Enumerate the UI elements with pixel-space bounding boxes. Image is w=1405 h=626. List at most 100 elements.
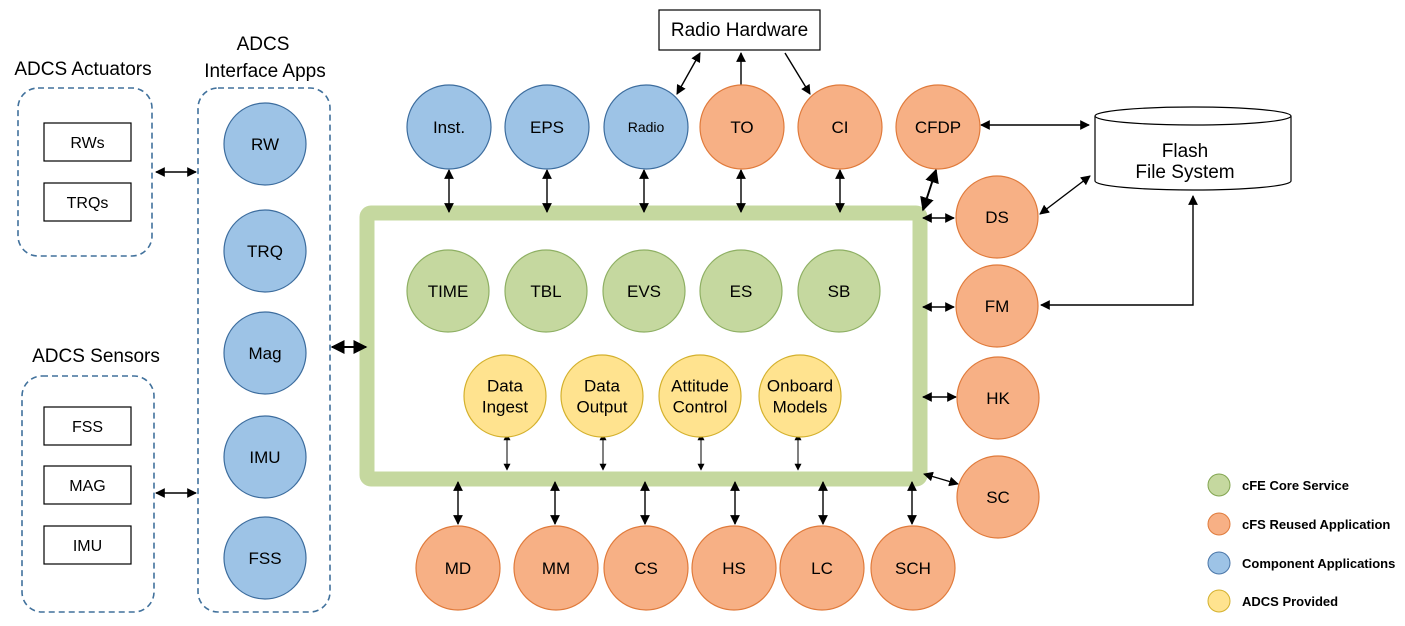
bottom-app-node: HS	[691, 525, 777, 611]
interface-app-node-circle	[223, 311, 307, 395]
bottom-app-node-label: SCH	[895, 559, 931, 578]
arrow-hardware-radio	[676, 52, 701, 95]
flash-file-system-cylinder: Flash File System	[1094, 106, 1292, 191]
adcs-actuators-group: ADCS Actuators RWs TRQs	[14, 59, 153, 257]
core-service-node-circle	[699, 249, 783, 333]
adcs-app-node-label: Control	[673, 397, 728, 416]
top-app-node: CI	[797, 84, 883, 170]
right-app-node-circle	[956, 455, 1040, 539]
adcs-app-node-circle	[463, 354, 547, 438]
top-app-node-label: Radio	[628, 119, 665, 135]
adcs-app-node-label: Models	[773, 397, 828, 416]
legend-label: Component Applications	[1242, 556, 1395, 571]
sensor-box-mag: MAG	[43, 465, 132, 505]
adcs-app-node-circle	[658, 354, 742, 438]
legend-swatch	[1207, 551, 1231, 575]
core-service-node: ES	[699, 249, 783, 333]
interface-apps-title-line2: Interface Apps	[204, 61, 325, 82]
core-service-node: SB	[797, 249, 881, 333]
bottom-app-node-circle	[870, 525, 956, 611]
interface-app-node-circle	[223, 102, 307, 186]
top-app-node: TO	[699, 84, 785, 170]
adcs-app-node-label: Onboard	[767, 376, 833, 395]
legend-label: cFE Core Service	[1242, 478, 1349, 493]
bottom-app-node-label: MM	[542, 559, 570, 578]
top-app-node: Radio	[603, 84, 689, 170]
right-app-node: SC	[956, 455, 1040, 539]
arrow-sc-bus	[923, 471, 959, 487]
legend-item: Component Applications	[1207, 551, 1395, 575]
legend-item: ADCS Provided	[1207, 589, 1338, 613]
interface-app-node: FSS	[223, 516, 307, 600]
adcs-actuators-title: ADCS Actuators	[14, 59, 151, 80]
adcs-actuators-frame	[17, 87, 153, 257]
adcs-app-node-label: Attitude	[671, 376, 729, 395]
arrow-fm-flash	[1040, 195, 1198, 310]
right-app-node: DS	[955, 175, 1039, 259]
bottom-app-node-label: HS	[722, 559, 746, 578]
core-service-node-label: SB	[828, 282, 851, 301]
right-app-node: HK	[956, 356, 1040, 440]
bottom-app-node: SCH	[870, 525, 956, 611]
radio-hardware-box: Radio Hardware	[658, 9, 821, 51]
flash-label-line2: File System	[1135, 162, 1234, 183]
bottom-app-node: CS	[603, 525, 689, 611]
bottom-app-node-circle	[415, 525, 501, 611]
sensor-label: FSS	[72, 419, 103, 436]
right-app-node-circle	[956, 356, 1040, 440]
interface-app-node-label: Mag	[248, 344, 281, 363]
core-service-node-circle	[406, 249, 490, 333]
legend-swatch	[1207, 473, 1231, 497]
sensor-label: IMU	[73, 538, 102, 555]
interface-app-node-circle	[223, 415, 307, 499]
sensor-label: MAG	[69, 478, 105, 495]
adcs-app-node-circle	[758, 354, 842, 438]
right-app-node-circle	[955, 175, 1039, 259]
actuator-label: TRQs	[67, 195, 109, 212]
interface-apps-title-line1: ADCS	[237, 34, 290, 55]
sensor-box-imu: IMU	[43, 525, 132, 565]
actuator-box-rws: RWs	[43, 122, 132, 162]
adcs-app-node-label: Data	[487, 376, 523, 395]
radio-hardware-label: Radio Hardware	[671, 20, 808, 41]
adcs-sensors-group: ADCS Sensors FSS MAG IMU	[21, 346, 160, 613]
adcs-app-node-circle	[560, 354, 644, 438]
arrow-cfdp-bus	[920, 168, 939, 212]
bottom-app-node: MM	[513, 525, 599, 611]
bottom-app-node-label: MD	[445, 559, 471, 578]
top-app-node-circle	[504, 84, 590, 170]
legend-label: ADCS Provided	[1242, 594, 1338, 609]
interface-app-node: IMU	[223, 415, 307, 499]
legend-label: cFS Reused Application	[1242, 517, 1390, 532]
interface-apps-frame	[197, 87, 331, 613]
interface-app-node: Mag	[223, 311, 307, 395]
top-app-node-circle	[699, 84, 785, 170]
bottom-app-node-label: LC	[811, 559, 833, 578]
core-service-node-circle	[797, 249, 881, 333]
adcs-sensors-title: ADCS Sensors	[32, 346, 160, 367]
interface-app-node-label: RW	[251, 135, 279, 154]
top-app-node-circle	[406, 84, 492, 170]
adcs-sensors-frame	[21, 375, 155, 613]
right-app-node-label: SC	[986, 488, 1010, 507]
core-service-node: TBL	[504, 249, 588, 333]
core-service-node: EVS	[602, 249, 686, 333]
core-service-node-label: TIME	[428, 282, 469, 301]
right-app-node-circle	[955, 264, 1039, 348]
top-app-node-label: CFDP	[915, 118, 961, 137]
legend-item: cFS Reused Application	[1207, 512, 1390, 536]
right-app-node-label: FM	[985, 297, 1010, 316]
top-app-node-label: EPS	[530, 118, 564, 137]
actuator-box-trqs: TRQs	[43, 182, 132, 222]
bottom-app-node: MD	[415, 525, 501, 611]
right-app-node: FM	[955, 264, 1039, 348]
arrow-ds-flash	[1039, 175, 1091, 215]
adcs-app-node-label: Ingest	[482, 397, 529, 416]
top-app-node-circle	[603, 84, 689, 170]
adcs-app-node-label: Output	[576, 397, 627, 416]
interface-app-node-label: IMU	[249, 448, 280, 467]
